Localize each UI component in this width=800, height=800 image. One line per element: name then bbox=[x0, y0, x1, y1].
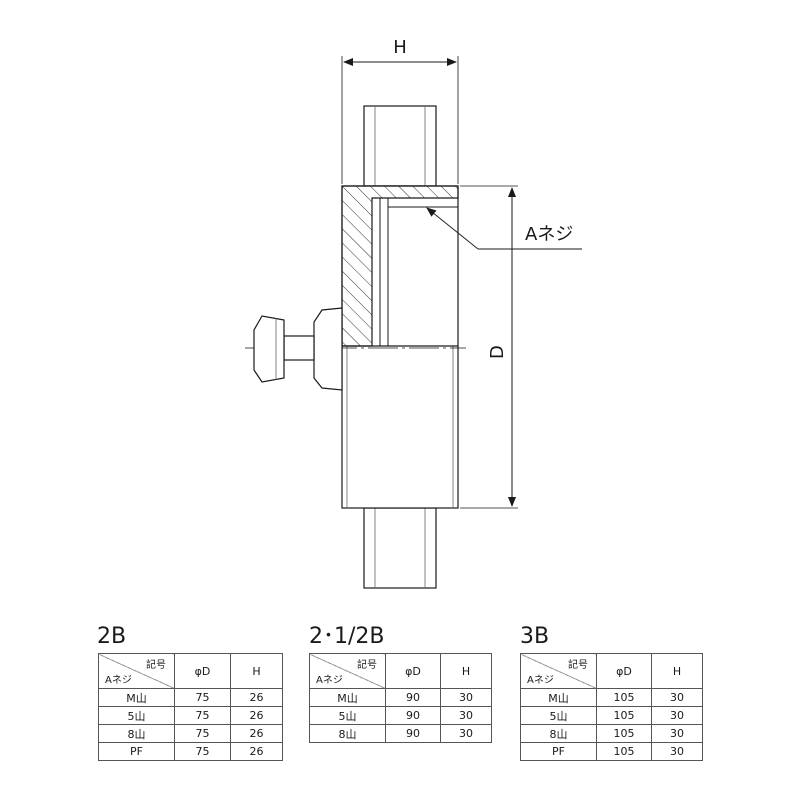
technical-drawing: H D Aネジ bbox=[245, 37, 582, 589]
table-row: 8山 90 30 bbox=[309, 724, 492, 743]
d-cell: 75 bbox=[174, 706, 231, 725]
d-cell: 105 bbox=[596, 706, 652, 725]
table-row: 8山 105 30 bbox=[520, 724, 703, 743]
corner-bottom-label: Aネジ bbox=[316, 675, 343, 686]
thread-cell: M山 bbox=[309, 688, 386, 707]
thread-cell: 5山 bbox=[520, 706, 597, 725]
spec-table-2b: 記号 Aネジ φD H M山 75 26 5山 75 26 8山 75 26 P… bbox=[98, 653, 283, 761]
h-cell: 30 bbox=[440, 706, 492, 725]
corner-bottom-label: Aネジ bbox=[105, 675, 132, 686]
column-header-h: H bbox=[230, 653, 283, 689]
corner-top-label: 記号 bbox=[568, 660, 588, 671]
column-header-d: φD bbox=[174, 653, 231, 689]
knob-head bbox=[253, 315, 285, 383]
h-cell: 26 bbox=[230, 688, 283, 707]
table-row: PF 105 30 bbox=[520, 742, 703, 761]
thread-cell: 8山 bbox=[98, 724, 175, 743]
corner-bottom-label: Aネジ bbox=[527, 675, 554, 686]
table-corner-cell: 記号 Aネジ bbox=[98, 653, 175, 689]
table-title-2-1-2b: 2･1/2B bbox=[309, 624, 385, 649]
thread-cell: M山 bbox=[520, 688, 597, 707]
thread-cell: 8山 bbox=[309, 724, 386, 743]
table-row: 5山 105 30 bbox=[520, 706, 703, 725]
thread-cell: M山 bbox=[98, 688, 175, 707]
h-cell: 30 bbox=[651, 688, 703, 707]
thread-cell: 8山 bbox=[520, 724, 597, 743]
h-cell: 26 bbox=[230, 706, 283, 725]
table-row: 5山 75 26 bbox=[98, 706, 283, 725]
table-row: 8山 75 26 bbox=[98, 724, 283, 743]
column-header-h: H bbox=[651, 653, 703, 689]
table-row: PF 75 26 bbox=[98, 742, 283, 761]
d-cell: 90 bbox=[385, 706, 441, 725]
h-cell: 26 bbox=[230, 742, 283, 761]
h-cell: 30 bbox=[651, 724, 703, 743]
d-cell: 90 bbox=[385, 688, 441, 707]
d-cell: 105 bbox=[596, 724, 652, 743]
d-dimension-label: D bbox=[487, 345, 508, 359]
table-title-3b: 3B bbox=[520, 624, 550, 649]
h-dimension-label: H bbox=[393, 37, 407, 58]
top-shaft bbox=[363, 105, 437, 187]
table-row: M山 90 30 bbox=[309, 688, 492, 707]
table-row: M山 75 26 bbox=[98, 688, 283, 707]
d-cell: 75 bbox=[174, 742, 231, 761]
table-corner-cell: 記号 Aネジ bbox=[520, 653, 597, 689]
spec-table-2-1-2b: 記号 Aネジ φD H M山 90 30 5山 90 30 8山 90 30 bbox=[309, 653, 492, 743]
thread-cell: 5山 bbox=[309, 706, 386, 725]
knob-collar bbox=[313, 307, 343, 391]
d-cell: 90 bbox=[385, 724, 441, 743]
h-cell: 30 bbox=[440, 724, 492, 743]
column-header-h: H bbox=[440, 653, 492, 689]
corner-top-label: 記号 bbox=[146, 660, 166, 671]
d-cell: 105 bbox=[596, 688, 652, 707]
d-cell: 75 bbox=[174, 688, 231, 707]
column-header-d: φD bbox=[596, 653, 652, 689]
h-cell: 30 bbox=[651, 706, 703, 725]
h-cell: 30 bbox=[651, 742, 703, 761]
corner-top-label: 記号 bbox=[357, 660, 377, 671]
thread-cell: PF bbox=[98, 742, 175, 761]
table-row: 5山 90 30 bbox=[309, 706, 492, 725]
d-cell: 75 bbox=[174, 724, 231, 743]
table-row: M山 105 30 bbox=[520, 688, 703, 707]
thread-cell: PF bbox=[520, 742, 597, 761]
knob-stem bbox=[283, 335, 315, 361]
h-cell: 26 bbox=[230, 724, 283, 743]
table-corner-cell: 記号 Aネジ bbox=[309, 653, 386, 689]
d-cell: 105 bbox=[596, 742, 652, 761]
column-header-d: φD bbox=[385, 653, 441, 689]
thread-label: Aネジ bbox=[525, 224, 573, 245]
table-title-2b: 2B bbox=[97, 624, 127, 649]
h-cell: 30 bbox=[440, 688, 492, 707]
thread-leader-line bbox=[426, 207, 479, 250]
spec-table-3b: 記号 Aネジ φD H M山 105 30 5山 105 30 8山 105 3… bbox=[520, 653, 703, 761]
thread-cell: 5山 bbox=[98, 706, 175, 725]
